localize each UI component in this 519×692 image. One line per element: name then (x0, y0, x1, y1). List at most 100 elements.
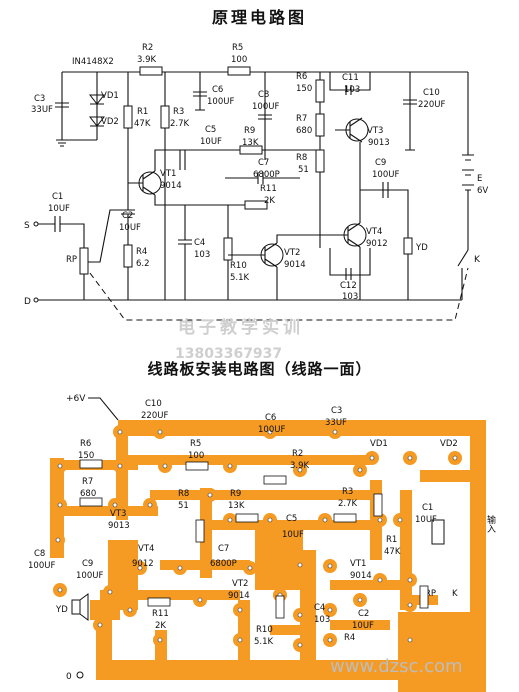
b-vt3-value: 9013 (108, 521, 130, 531)
c4-value: 103 (194, 250, 210, 260)
b-c2-label: C2 (358, 609, 369, 619)
b-c10-label: C10 (145, 399, 162, 409)
b-r3-value: 2.7K (338, 499, 358, 509)
b-vt4-value: 9012 (132, 559, 154, 569)
b-r4-label: R4 (344, 633, 355, 643)
c5-value: 10UF (200, 137, 222, 147)
vt2-value: 9014 (284, 260, 306, 270)
port-s (33, 221, 39, 227)
b-r8-value: 51 (178, 501, 189, 511)
c11-wire (329, 72, 371, 95)
b-vt2-label: VT2 (232, 579, 248, 589)
diodes-part-label: IN4148X2 (72, 57, 114, 67)
plus6v-pointer (88, 397, 119, 421)
r5-symbol (227, 66, 251, 76)
pad-hole (162, 463, 168, 469)
board-labels: +6V C10 220UF C6 100UF C3 33UF VD1 VD2 R… (28, 394, 496, 682)
b-vt4-label: VT4 (138, 544, 154, 554)
c7-wire (225, 172, 300, 184)
r11-symbol (244, 200, 268, 210)
b-r6-label: R6 (80, 439, 91, 449)
rp-label: RP (66, 255, 77, 265)
s-label: S (24, 221, 30, 231)
pad-hole (112, 502, 118, 508)
b-r2-value: 3.9K (290, 461, 310, 471)
b-r7-value: 680 (80, 489, 96, 499)
solder-pads (51, 425, 462, 652)
b-c1-value: 10UF (415, 515, 437, 525)
pad-hole (327, 637, 333, 643)
c1-wire (38, 216, 85, 240)
pad-hole (407, 455, 413, 461)
r1-value: 47K (134, 119, 151, 129)
ground-zero-label: 0 (66, 672, 72, 682)
vd2-label: VD2 (101, 117, 119, 127)
c8-wire (258, 72, 272, 160)
c4-wire (178, 205, 192, 300)
c1-label: C1 (52, 192, 63, 202)
pad-hole (322, 517, 328, 523)
c3-value: 33UF (31, 105, 53, 115)
r10-symbol (223, 237, 233, 261)
switch-link (83, 264, 469, 321)
pad-hole (197, 597, 203, 603)
r9-label: R9 (244, 126, 255, 136)
c3-label: C3 (34, 94, 45, 104)
vt1-value: 9014 (160, 181, 182, 191)
b-r7-label: R7 (82, 477, 93, 487)
d-label: D (24, 297, 31, 307)
e-label: E (477, 174, 482, 184)
b-r11-label: R11 (152, 609, 169, 619)
pad-hole (177, 565, 183, 571)
pad-hole (147, 502, 153, 508)
e-value: 6V (477, 186, 488, 196)
c3-symbol (55, 102, 69, 108)
c9-wire (382, 182, 409, 230)
vd1-label: VD1 (101, 91, 119, 101)
pad-hole (357, 467, 363, 473)
b-c2-value: 10UF (352, 621, 374, 631)
r6-value: 150 (296, 84, 312, 94)
pad-hole (137, 565, 143, 571)
c12-value: 103 (342, 292, 358, 302)
component-outlines (79, 459, 429, 619)
vd2-symbol (88, 116, 106, 127)
b-rp-label: RP (425, 589, 436, 599)
b-c5-label: C5 (286, 514, 297, 524)
r10-value: 5.1K (230, 273, 250, 283)
b-c10-value: 220UF (141, 411, 168, 421)
r6-label: R6 (296, 72, 307, 82)
c2-wire (121, 185, 135, 238)
b-c9-label: C9 (82, 559, 93, 569)
r2-value: 3.9K (137, 55, 157, 65)
k-label: K (474, 255, 481, 265)
r1-label: R1 (137, 107, 148, 117)
b-c6-label: C6 (265, 413, 276, 423)
b-r1-label: R1 (386, 535, 397, 545)
pad-hole (267, 429, 273, 435)
pad-hole (247, 565, 253, 571)
pad-hole (57, 587, 63, 593)
c8-value: 100UF (252, 102, 279, 112)
pad-hole (407, 637, 413, 643)
b-c3-value: 33UF (325, 418, 347, 428)
speaker-icon (71, 593, 89, 621)
c2-label: C2 (122, 211, 133, 221)
pad-hole (377, 577, 383, 583)
pad-hole (237, 637, 243, 643)
b-r8-label: R8 (178, 489, 189, 499)
pad-hole (227, 517, 233, 523)
pad-hole (357, 597, 363, 603)
b-c9-value: 100UF (76, 571, 103, 581)
c6-wire (193, 72, 207, 111)
b-r10-label: R10 (256, 625, 273, 635)
c5-label: C5 (205, 125, 216, 135)
copper-traces (50, 420, 486, 692)
port-d (33, 297, 39, 303)
c2-value: 10UF (119, 223, 141, 233)
b-r5-label: R5 (190, 439, 201, 449)
b-c4-value: 103 (314, 615, 330, 625)
b-c5-value: 10UF (282, 530, 304, 540)
b-c8-value: 100UF (28, 561, 55, 571)
